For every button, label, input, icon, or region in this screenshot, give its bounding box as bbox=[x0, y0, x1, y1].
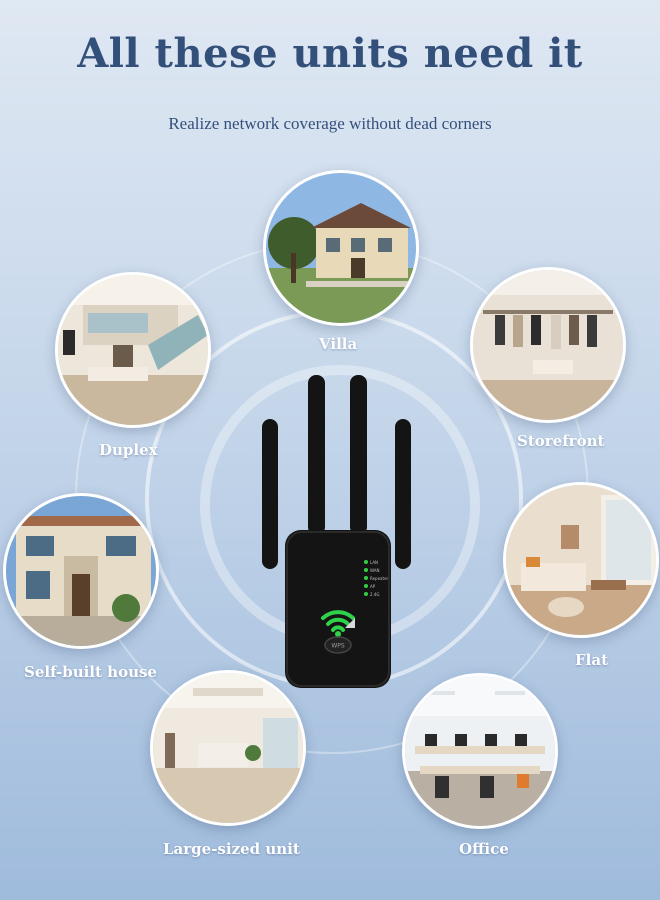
villa-photo bbox=[263, 170, 419, 326]
duplex-photo bbox=[55, 272, 211, 428]
page-title: All these units need it bbox=[77, 30, 583, 77]
self-built-house-photo bbox=[3, 493, 159, 649]
svg-text:WAN: WAN bbox=[370, 568, 379, 573]
unit-label-villa: Villa bbox=[319, 335, 358, 353]
svg-text:LAN: LAN bbox=[370, 560, 378, 565]
unit-label-storefront: Storefront bbox=[517, 432, 605, 450]
svg-text:Repeater: Repeater bbox=[370, 576, 389, 581]
page-subtitle: Realize network coverage without dead co… bbox=[168, 114, 492, 133]
status-leds bbox=[364, 560, 368, 596]
unit-label-flat: Flat bbox=[575, 651, 608, 669]
office-photo bbox=[402, 673, 558, 829]
large-sized-unit-photo bbox=[150, 670, 306, 826]
antenna-left-outer bbox=[262, 419, 278, 569]
flat-photo bbox=[503, 482, 659, 638]
wifi-icon bbox=[321, 610, 355, 632]
antenna-right-outer bbox=[395, 419, 411, 569]
antenna-right-inner bbox=[350, 375, 367, 535]
unit-label-duplex: Duplex bbox=[99, 441, 158, 459]
unit-label-self-built-house: Self-built house bbox=[24, 663, 157, 681]
unit-label-office: Office bbox=[459, 840, 509, 858]
antenna-left-inner bbox=[308, 375, 325, 535]
svg-text:2.4G: 2.4G bbox=[370, 592, 379, 597]
wps-button bbox=[324, 636, 352, 654]
wifi-extender-device: LAN WAN Repeater AP 2.4G WPS bbox=[255, 372, 420, 692]
svg-text:AP: AP bbox=[370, 584, 376, 589]
storefront-photo bbox=[470, 267, 626, 423]
svg-text:WPS: WPS bbox=[331, 643, 345, 650]
unit-label-large-sized-unit: Large-sized unit bbox=[163, 840, 300, 858]
